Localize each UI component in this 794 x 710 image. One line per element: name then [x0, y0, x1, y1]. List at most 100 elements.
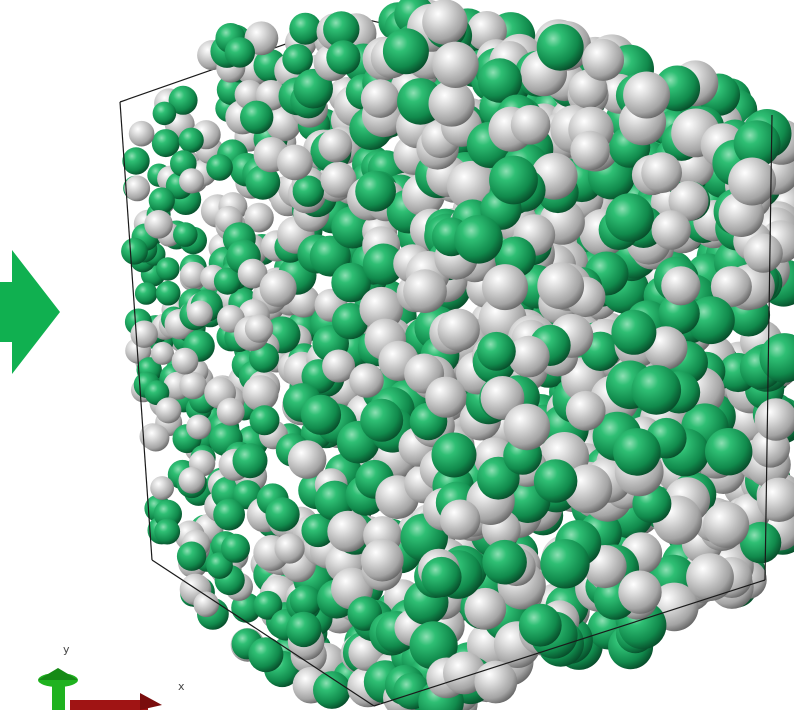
- silver-sphere: [661, 266, 701, 306]
- silver-sphere: [651, 210, 691, 250]
- y-axis-shaft: [52, 684, 65, 710]
- silver-sphere: [582, 38, 625, 81]
- green-sphere: [518, 603, 562, 647]
- silver-sphere: [318, 128, 353, 163]
- silver-sphere: [641, 152, 682, 194]
- silver-sphere: [244, 314, 274, 343]
- green-sphere: [409, 621, 458, 670]
- silver-sphere: [754, 398, 794, 441]
- silver-sphere: [537, 262, 585, 310]
- green-sphere: [134, 282, 158, 305]
- silver-sphere: [186, 414, 212, 440]
- green-sphere: [360, 398, 404, 442]
- green-sphere: [213, 498, 246, 531]
- x-axis-label: x: [178, 680, 185, 693]
- silver-sphere: [142, 424, 170, 452]
- silver-sphere: [510, 105, 551, 145]
- green-sphere: [289, 585, 322, 617]
- green-sphere: [301, 513, 335, 548]
- silver-sphere: [349, 363, 384, 398]
- silver-sphere: [150, 476, 175, 500]
- silver-sphere: [743, 233, 783, 273]
- silver-sphere: [124, 175, 151, 202]
- green-sphere: [611, 309, 657, 355]
- silver-sphere: [668, 180, 709, 221]
- silver-sphere: [274, 533, 305, 564]
- green-sphere: [292, 175, 324, 207]
- silver-sphere: [179, 371, 207, 400]
- silver-sphere: [216, 397, 245, 426]
- silver-sphere: [425, 376, 467, 418]
- green-sphere: [265, 497, 300, 532]
- silver-sphere: [259, 269, 297, 307]
- green-sphere: [331, 262, 371, 303]
- green-sphere: [173, 222, 198, 247]
- green-sphere: [289, 12, 322, 45]
- silver-sphere: [327, 510, 369, 553]
- silver-sphere: [422, 0, 468, 45]
- silver-sphere: [178, 467, 206, 494]
- green-sphere: [477, 58, 522, 103]
- green-sphere: [248, 637, 284, 673]
- silver-sphere: [179, 168, 205, 194]
- green-sphere: [221, 533, 250, 563]
- y-axis-label: y: [63, 643, 70, 656]
- green-sphere: [421, 556, 462, 598]
- green-sphere: [122, 147, 150, 175]
- green-sphere: [300, 394, 342, 435]
- green-sphere: [286, 611, 322, 648]
- green-sphere: [151, 129, 180, 158]
- silver-sphere: [277, 144, 313, 181]
- silver-sphere: [623, 71, 671, 119]
- silver-sphere: [322, 349, 356, 383]
- y-axis-arrowhead: [38, 668, 78, 680]
- green-sphere: [536, 23, 584, 71]
- silver-sphere: [474, 660, 518, 704]
- green-sphere: [253, 590, 283, 620]
- green-sphere: [249, 405, 280, 436]
- silver-sphere: [187, 300, 213, 327]
- silver-sphere: [503, 403, 551, 451]
- silver-sphere: [320, 161, 357, 198]
- green-sphere: [313, 671, 351, 709]
- green-sphere: [382, 28, 429, 75]
- silver-sphere: [428, 80, 475, 127]
- green-sphere: [154, 518, 181, 545]
- green-sphere: [533, 459, 578, 503]
- silver-sphere: [359, 286, 404, 331]
- green-sphere: [355, 170, 396, 212]
- silver-sphere: [508, 335, 550, 378]
- silver-sphere: [703, 501, 750, 548]
- silver-sphere: [403, 269, 447, 314]
- silver-sphere: [155, 397, 182, 424]
- silver-sphere: [151, 341, 174, 365]
- green-sphere: [477, 331, 516, 371]
- silver-sphere: [618, 570, 662, 614]
- green-sphere: [489, 155, 538, 205]
- silver-sphere: [437, 308, 480, 351]
- silver-sphere: [128, 120, 155, 147]
- particle-spheres: [121, 0, 794, 710]
- green-sphere: [326, 40, 361, 75]
- silver-sphere: [144, 210, 173, 239]
- green-sphere: [705, 428, 753, 476]
- silver-sphere: [565, 390, 606, 431]
- silver-sphere: [360, 79, 400, 118]
- green-sphere: [631, 365, 682, 415]
- green-sphere: [176, 541, 207, 571]
- green-sphere: [613, 428, 661, 476]
- green-sphere: [739, 521, 782, 564]
- green-sphere: [121, 237, 148, 265]
- green-sphere: [240, 100, 274, 134]
- green-sphere: [178, 127, 204, 153]
- silver-sphere: [130, 320, 158, 348]
- green-sphere: [148, 187, 175, 214]
- silver-sphere: [360, 538, 404, 582]
- silver-sphere: [710, 266, 752, 308]
- green-sphere: [282, 44, 313, 75]
- silver-sphere: [242, 375, 279, 412]
- green-sphere: [482, 539, 527, 585]
- x-axis-arrowhead-icon: [140, 693, 162, 710]
- silver-sphere: [237, 258, 268, 289]
